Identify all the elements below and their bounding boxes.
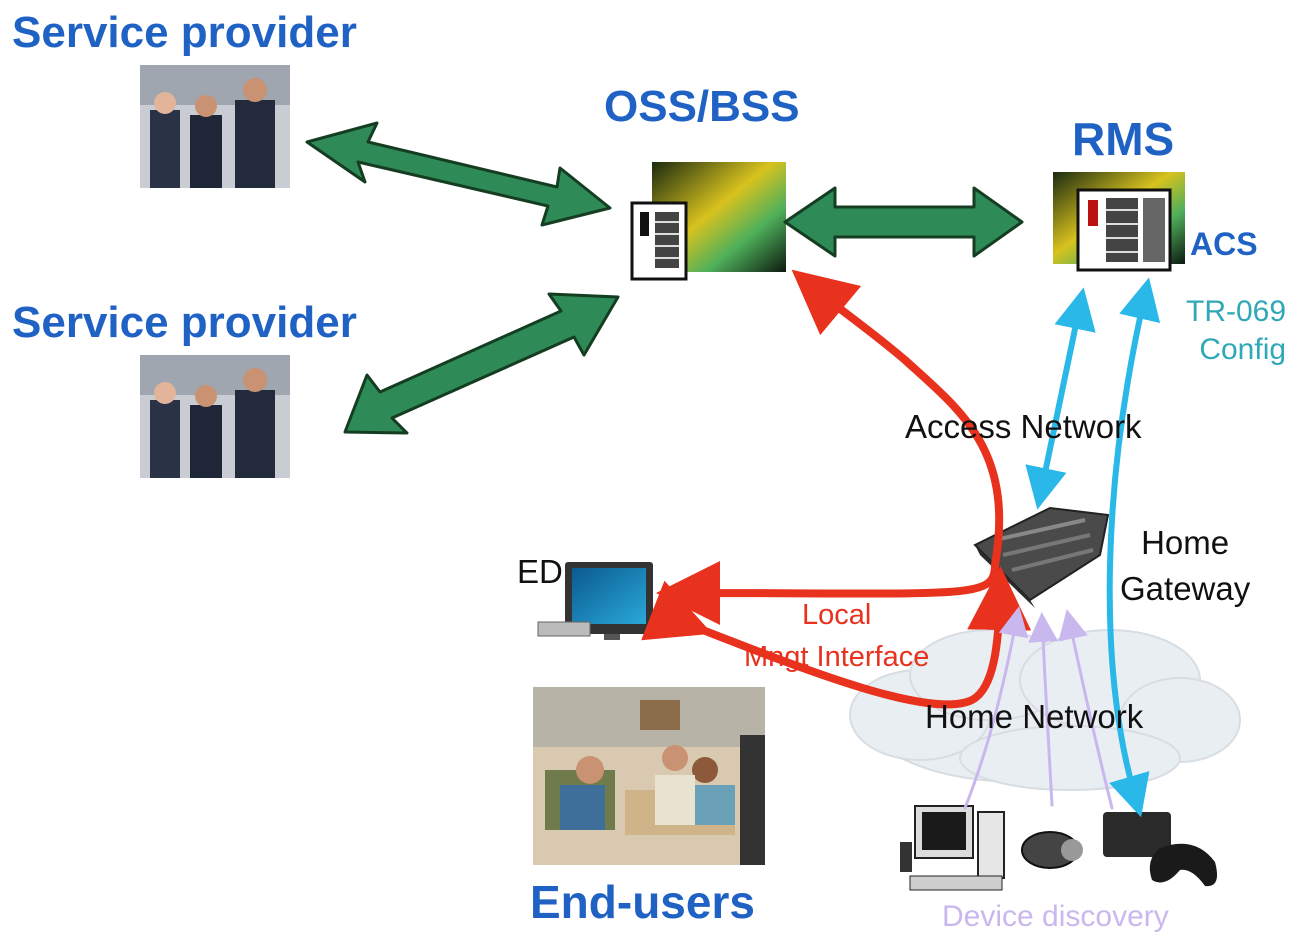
- oss-bss-label: OSS/BSS: [604, 82, 800, 131]
- home-gateway-label: Home Gateway: [1120, 520, 1250, 612]
- arrow-sp-top-oss: [305, 121, 612, 227]
- home-network-label: Home Network: [925, 698, 1144, 735]
- arrow-pc-gateway: [963, 606, 1029, 810]
- local-line1: Local: [802, 599, 872, 631]
- device-discovery-label: Device discovery: [942, 900, 1169, 933]
- end-users-photo: [533, 687, 765, 865]
- service-provider-photo-bottom: [140, 355, 290, 478]
- home-devices-icon: [900, 805, 1218, 891]
- service-provider-photo-top: [140, 65, 290, 188]
- oss-bss-server-icon: [630, 162, 786, 281]
- arrow-gateway-ed: [656, 561, 999, 626]
- red-arrows: [641, 269, 1032, 709]
- arrow-ed-gateway: [641, 566, 1032, 709]
- arrow-console-gateway: [1058, 609, 1114, 810]
- ed-label: ED: [517, 553, 563, 590]
- arrow-gateway-acs: [1025, 287, 1096, 510]
- home-gateway-line2: Gateway: [1120, 570, 1251, 607]
- acs-label: ACS: [1190, 226, 1258, 262]
- arrow-oss-rms: [783, 186, 1024, 258]
- tr069-line1: TR-069: [1186, 295, 1287, 328]
- arrow-devices-acs: [1106, 277, 1161, 818]
- tr069-config-label: TR-069 Config: [1186, 293, 1286, 369]
- tr069-line2: Config: [1199, 333, 1287, 366]
- arrow-sp-bottom-oss: [343, 292, 620, 435]
- end-users-label: End-users: [530, 876, 755, 928]
- local-line2: Mngt Interface: [744, 641, 930, 673]
- arrow-camera-gateway: [1028, 612, 1059, 807]
- arrow-gateway-oss: [791, 269, 1004, 569]
- home-gateway-line1: Home: [1141, 524, 1230, 561]
- ed-tv-icon: [537, 562, 653, 640]
- service-provider-top-label: Service provider: [12, 8, 357, 57]
- service-provider-bottom-label: Service provider: [12, 298, 357, 347]
- green-arrows: [305, 121, 1024, 435]
- rms-server-icon: [1053, 172, 1185, 272]
- access-network-label: Access Network: [905, 408, 1142, 445]
- discovery-arrows: [963, 606, 1114, 810]
- local-mngt-interface-label: Local Mngt Interface: [744, 594, 929, 678]
- rms-label: RMS: [1072, 113, 1175, 165]
- cyan-arrows: [1025, 277, 1161, 818]
